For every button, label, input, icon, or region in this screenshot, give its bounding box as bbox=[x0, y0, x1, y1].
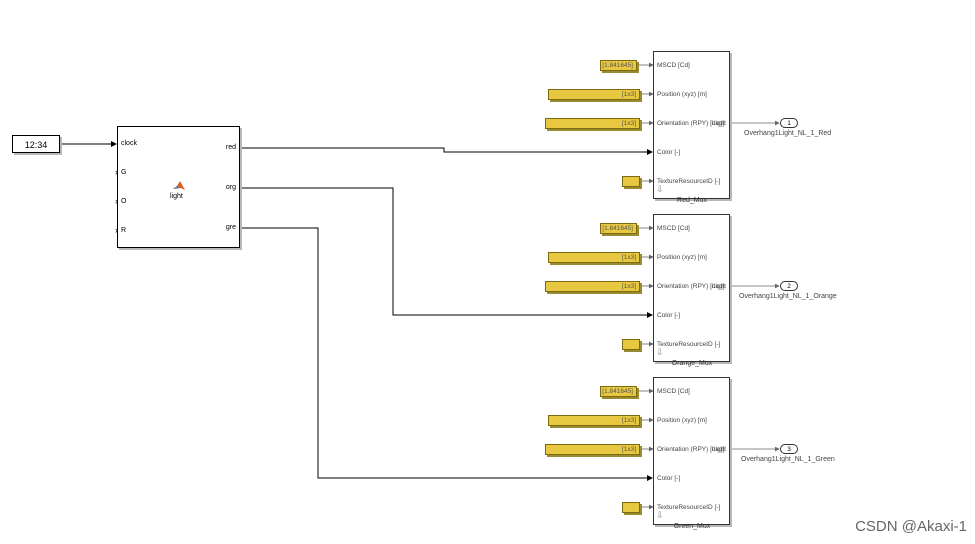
input-chevron-icon: › bbox=[115, 225, 118, 235]
mux-output-light: Light bbox=[711, 120, 726, 127]
output-port-gre: gre bbox=[225, 224, 236, 231]
mux-port-texture: TextureResourceID [-] bbox=[657, 341, 721, 348]
mux-port-mscd: MSCD [Cd] bbox=[657, 388, 690, 395]
output-port-red: red bbox=[225, 144, 236, 151]
mux-port-mscd: MSCD [Cd] bbox=[657, 62, 690, 69]
input-port-o: O bbox=[121, 198, 127, 205]
const-orientation[interactable]: [1x3] bbox=[545, 444, 640, 455]
clock-block[interactable]: 12:34 bbox=[12, 135, 60, 153]
outport-1[interactable]: 1 bbox=[780, 118, 798, 128]
down-arrow-icon: ⇩ bbox=[656, 347, 664, 357]
const-mscd[interactable]: [1.841645] bbox=[600, 386, 637, 397]
const-orientation[interactable]: [1x3] bbox=[545, 118, 640, 129]
mux-port-color: Color [-] bbox=[657, 149, 681, 156]
const-lines-orange bbox=[637, 225, 780, 347]
outport-label-green: Overhang1Light_NL_1_Green bbox=[741, 456, 835, 463]
input-port-r: R bbox=[121, 227, 127, 234]
const-texture[interactable] bbox=[622, 339, 640, 350]
line-red bbox=[240, 147, 653, 155]
mux-port-orientation: Orientation (RPY) [deg] bbox=[657, 446, 725, 453]
mux-name-orange: Orange_Mux bbox=[671, 360, 713, 367]
mux-output-light: Light bbox=[711, 446, 726, 453]
outport-2[interactable]: 2 bbox=[780, 281, 798, 291]
mux-port-orientation: Orientation (RPY) [deg] bbox=[657, 283, 725, 290]
line-green bbox=[240, 227, 653, 481]
mux-port-texture: TextureResourceID [-] bbox=[657, 178, 721, 185]
const-lines-red bbox=[637, 62, 780, 184]
mux-block-red[interactable]: MSCD [Cd] Position (xyz) [m] Orientation… bbox=[653, 51, 730, 199]
mux-port-color: Color [-] bbox=[657, 475, 681, 482]
mux-block-green[interactable]: MSCD [Cd] Position (xyz) [m] Orientation… bbox=[653, 377, 730, 525]
mux-port-color: Color [-] bbox=[657, 312, 681, 319]
outport-3[interactable]: 3 bbox=[780, 444, 798, 454]
mux-name-green: Green_Mux bbox=[673, 523, 711, 530]
const-texture[interactable] bbox=[622, 502, 640, 513]
mux-output-light: Light bbox=[711, 283, 726, 290]
const-mscd[interactable]: [1.841645] bbox=[600, 223, 637, 234]
const-mscd[interactable]: [1.841645] bbox=[600, 60, 637, 71]
const-orientation[interactable]: [1x3] bbox=[545, 281, 640, 292]
watermark: CSDN @Akaxi-1 bbox=[855, 518, 967, 535]
light-function-block[interactable]: clock G O R red org gre light › › › bbox=[115, 126, 240, 248]
const-position[interactable]: [1x3] bbox=[548, 415, 640, 426]
outport-label-orange: Overhang1Light_NL_1_Orange bbox=[739, 293, 837, 300]
output-port-org: org bbox=[225, 184, 236, 191]
mux-port-position: Position (xyz) [m] bbox=[657, 417, 707, 424]
mux-name-red: Red_Mux bbox=[677, 197, 707, 204]
const-position[interactable]: [1x3] bbox=[548, 89, 640, 100]
mux-port-position: Position (xyz) [m] bbox=[657, 254, 707, 261]
mux-block-orange[interactable]: MSCD [Cd] Position (xyz) [m] Orientation… bbox=[653, 214, 730, 362]
input-port-g: G bbox=[121, 169, 127, 176]
function-name: light bbox=[170, 193, 183, 200]
down-arrow-icon: ⇩ bbox=[656, 184, 664, 194]
outport-label-red: Overhang1Light_NL_1_Red bbox=[744, 130, 832, 137]
down-arrow-icon: ⇩ bbox=[656, 510, 664, 520]
const-texture[interactable] bbox=[622, 176, 640, 187]
mux-port-texture: TextureResourceID [-] bbox=[657, 504, 721, 511]
input-port-clock: clock bbox=[121, 140, 137, 147]
const-lines-green bbox=[637, 388, 780, 510]
input-chevron-icon: › bbox=[115, 167, 118, 177]
mux-port-position: Position (xyz) [m] bbox=[657, 91, 707, 98]
line-orange bbox=[240, 187, 653, 318]
const-position[interactable]: [1x3] bbox=[548, 252, 640, 263]
input-chevron-icon: › bbox=[115, 196, 118, 206]
mux-port-mscd: MSCD [Cd] bbox=[657, 225, 690, 232]
mux-port-orientation: Orientation (RPY) [deg] bbox=[657, 120, 725, 127]
matlab-logo-icon bbox=[173, 181, 185, 190]
